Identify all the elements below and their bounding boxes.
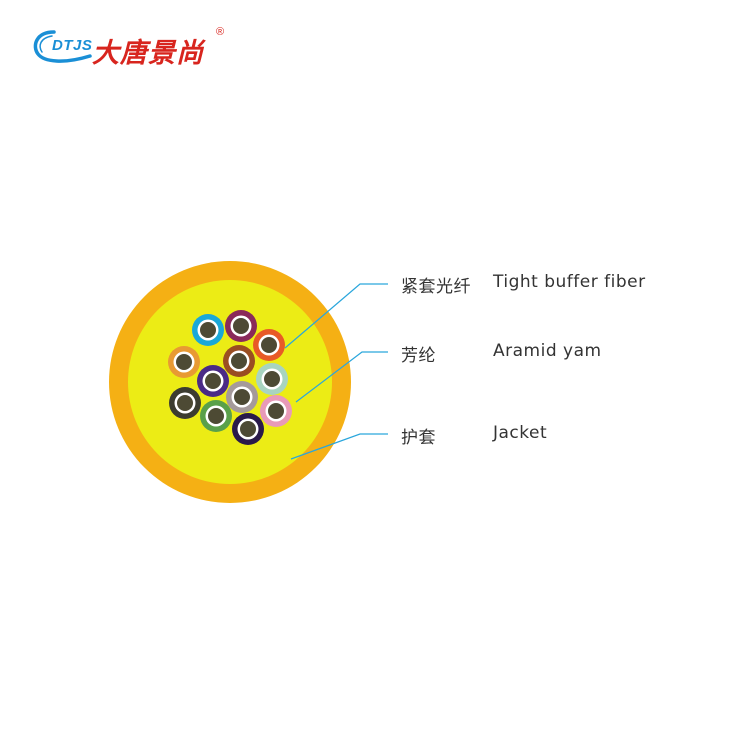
tight-buffer-fiber	[168, 346, 200, 378]
fiber-core	[176, 354, 192, 370]
company-logo: DTJS 大唐景尚 ®	[30, 26, 240, 70]
tight-buffer-fiber	[225, 310, 257, 342]
fiber-core	[200, 322, 216, 338]
tight-buffer-fiber	[256, 363, 288, 395]
tight-buffer-fiber	[197, 365, 229, 397]
fiber-core	[261, 337, 277, 353]
tight-buffer-fiber	[192, 314, 224, 346]
tight-buffer-fiber	[253, 329, 285, 361]
tight-buffer-fiber	[200, 400, 232, 432]
fiber-core	[234, 389, 250, 405]
fiber-core	[233, 318, 249, 334]
fiber-core	[208, 408, 224, 424]
leader-line-aramid	[295, 351, 388, 403]
registered-mark: ®	[216, 26, 225, 38]
logo-chinese-text: 大唐景尚	[92, 38, 204, 69]
tight-buffer-fiber	[260, 395, 292, 427]
label-tight-buffer-en: Tight buffer fiber	[493, 272, 646, 292]
fiber-core	[231, 353, 247, 369]
label-aramid-en: Aramid yam	[493, 341, 602, 361]
label-jacket-en: Jacket	[493, 423, 548, 443]
fiber-core	[205, 373, 221, 389]
fiber-core	[240, 421, 256, 437]
aramid-layer	[128, 280, 332, 484]
fiber-group	[168, 310, 292, 445]
label-tight-buffer-cn: 紧套光纤	[401, 277, 471, 297]
leader-line-jacket	[290, 433, 388, 460]
tight-buffer-fiber	[223, 345, 255, 377]
tight-buffer-fiber	[169, 387, 201, 419]
fiber-core	[264, 371, 280, 387]
logo-latin-text: DTJS	[52, 37, 93, 54]
logo-swoosh-icon	[33, 30, 92, 63]
leader-line-tight-buffer	[284, 283, 388, 349]
tight-buffer-fiber	[232, 413, 264, 445]
fiber-core	[268, 403, 284, 419]
fiber-core	[177, 395, 193, 411]
leader-lines	[284, 283, 388, 460]
label-jacket-cn: 护套	[401, 428, 436, 448]
tight-buffer-fiber	[226, 381, 258, 413]
label-aramid-cn: 芳纶	[401, 346, 436, 366]
